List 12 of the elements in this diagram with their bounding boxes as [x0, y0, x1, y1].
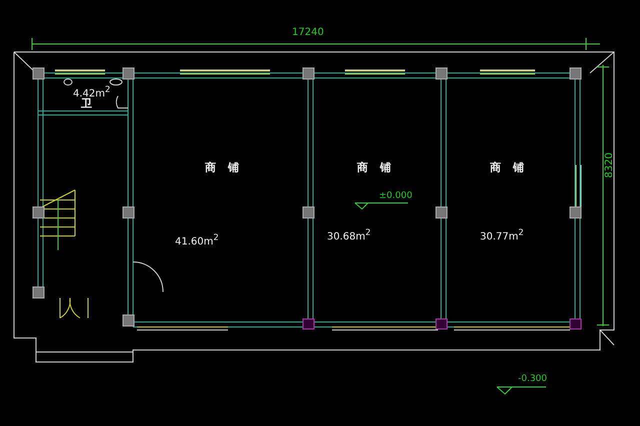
- elevation-label: -0.300: [518, 375, 548, 384]
- area-label: 30.77m$^{2}$: [480, 228, 524, 242]
- area-label: 41.60m$^{2}$: [175, 233, 219, 248]
- room-name: 卫: [81, 98, 92, 110]
- room-name: 商铺: [205, 162, 251, 174]
- area-label: 4.42m$^{2}$: [73, 85, 110, 100]
- room-name: 商铺: [357, 162, 403, 174]
- dimension-label: 8320: [605, 152, 615, 178]
- room-name: 商铺: [490, 162, 536, 174]
- area-label: 30.68m$^{2}$: [327, 228, 371, 242]
- elevation-label: ±0.000: [379, 192, 412, 201]
- dimension-label: 17240: [292, 28, 324, 38]
